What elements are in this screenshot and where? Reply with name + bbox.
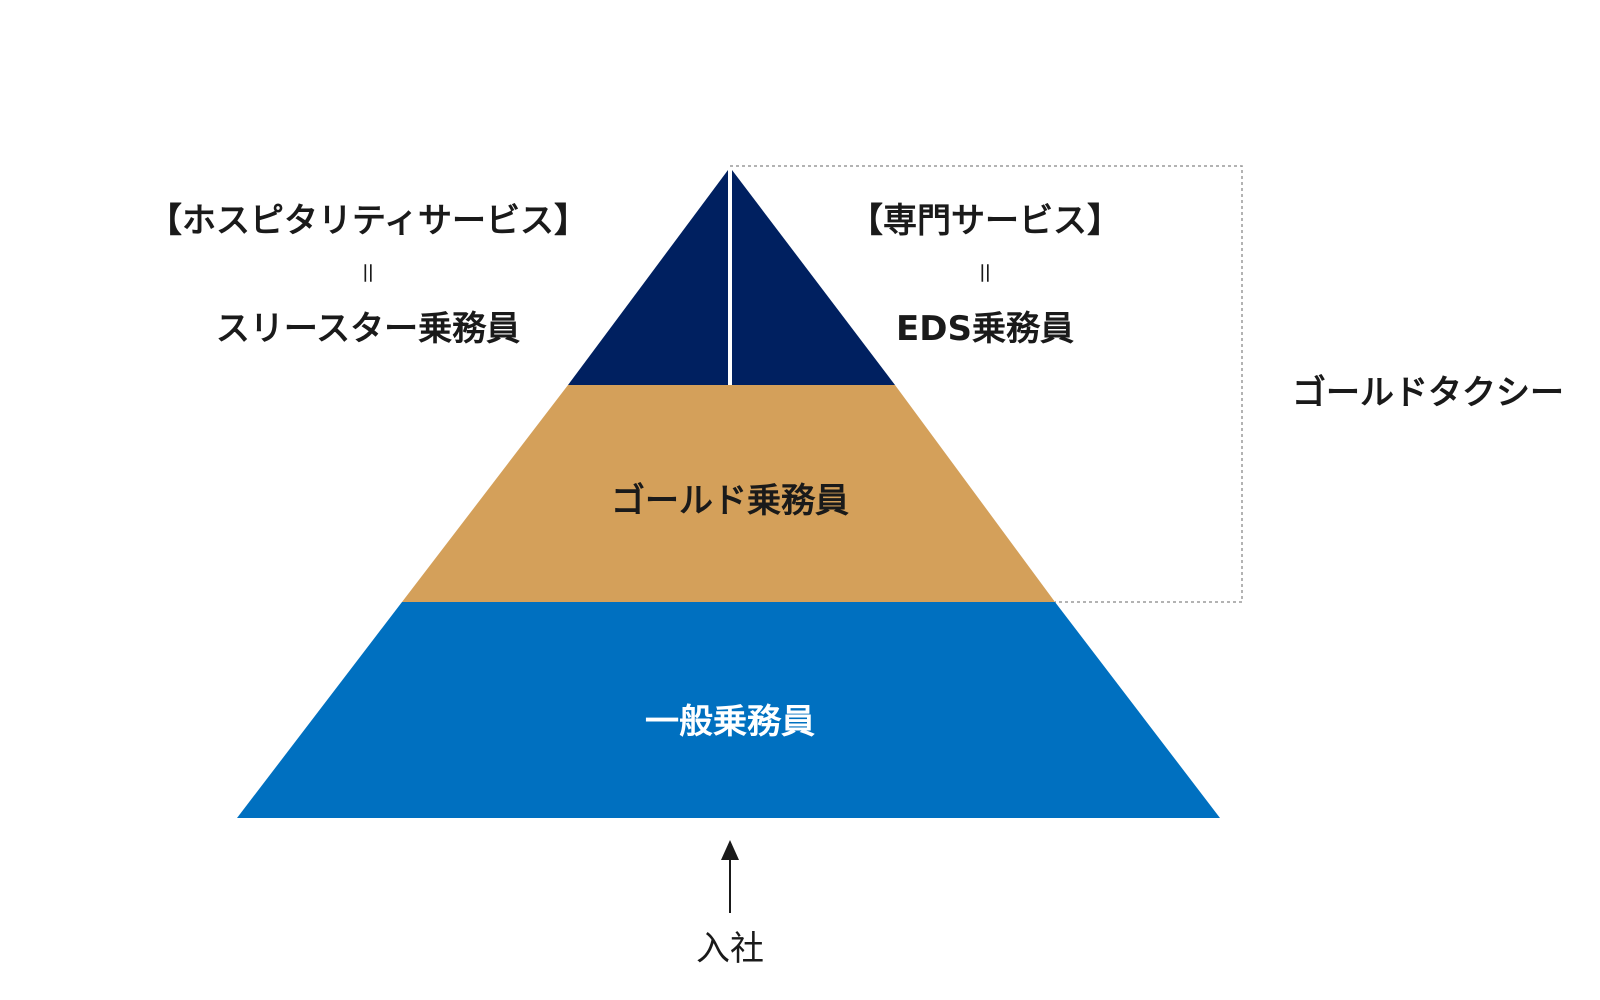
right-service-title: 【専門サービス】 — [849, 201, 1121, 241]
entry-label: 入社 — [696, 929, 764, 969]
left-driver-title: スリースター乗務員 — [216, 309, 520, 349]
entry-arrow-head — [721, 840, 739, 860]
tier-top-left — [568, 170, 728, 385]
tier-top-right — [732, 170, 895, 385]
right-equals-sign: ＝ — [970, 261, 998, 285]
gold-taxi-label: ゴールドタクシー — [1292, 373, 1564, 413]
right-driver-title: EDS乗務員 — [896, 309, 1074, 349]
left-equals-sign: ＝ — [353, 261, 381, 285]
tier-gold-label: ゴールド乗務員 — [611, 481, 849, 521]
tier-general — [237, 602, 1220, 818]
tier-gold — [402, 385, 1055, 602]
left-service-title: 【ホスピタリティサービス】 — [148, 201, 588, 241]
tier-general-label: 一般乗務員 — [645, 702, 815, 742]
